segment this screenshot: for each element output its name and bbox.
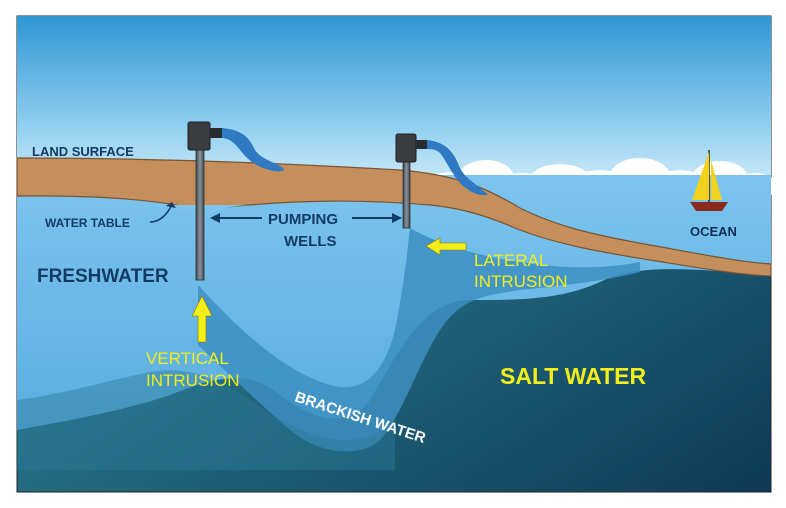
outflow-water — [222, 128, 285, 172]
freshwater-label: FRESHWATER — [37, 266, 169, 287]
outflow-water — [427, 140, 488, 196]
land-surface-label: LAND SURFACE — [32, 144, 134, 159]
lateral-label-line1: LATERAL — [474, 251, 548, 270]
well-1 — [187, 121, 285, 281]
brackish-shadow — [17, 370, 395, 470]
vertical-label-line2: INTRUSION — [146, 371, 240, 390]
pumping-wells-arrow — [210, 213, 402, 223]
vertical-arrow-icon — [191, 295, 213, 343]
brackish-water-zone — [198, 228, 640, 452]
well-2 — [395, 133, 488, 229]
pump-icon — [187, 121, 211, 151]
wells-label: WELLS — [284, 233, 337, 250]
pump-icon — [395, 133, 417, 163]
lateral-arrow-icon — [425, 237, 467, 256]
water-table-label: WATER TABLE — [45, 216, 130, 230]
sky — [17, 16, 771, 208]
ocean-label: OCEAN — [690, 224, 737, 239]
lateral-label-line2: INTRUSION — [474, 272, 568, 291]
salt-water-label: SALT WATER — [500, 363, 646, 389]
sailboat-icon — [690, 150, 728, 211]
pumping-label: PUMPING — [268, 211, 338, 228]
vertical-label-line1: VERTICAL — [146, 349, 229, 368]
